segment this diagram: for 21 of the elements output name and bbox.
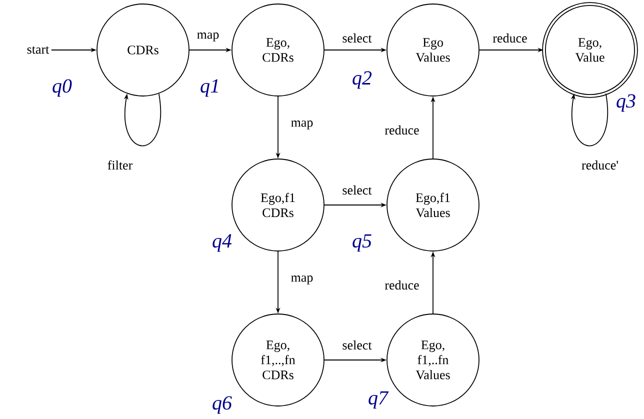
- arrow: [570, 93, 608, 146]
- state-name: q0: [52, 79, 72, 97]
- state-name: q2: [352, 71, 372, 89]
- state-name: q7: [368, 391, 389, 409]
- edge-label: map: [290, 120, 314, 130]
- state-name: q4: [212, 234, 232, 252]
- edge-label: reduce: [384, 279, 420, 291]
- edge-label: reduce': [580, 159, 620, 171]
- start-label: start: [27, 46, 50, 54]
- edge-label: select: [341, 184, 373, 196]
- edge-label: select: [341, 32, 373, 44]
- state-name: q1: [200, 79, 218, 97]
- state-name: q5: [352, 234, 372, 252]
- state-name: q6: [212, 396, 232, 414]
- edge-label: reduce: [384, 124, 420, 136]
- edge-label: reduce: [492, 32, 528, 44]
- edge-label: filter: [106, 159, 134, 171]
- edge-label: map: [290, 274, 314, 286]
- edge-label: select: [341, 339, 373, 351]
- edge-label: map: [196, 32, 220, 42]
- arrow: [124, 93, 162, 146]
